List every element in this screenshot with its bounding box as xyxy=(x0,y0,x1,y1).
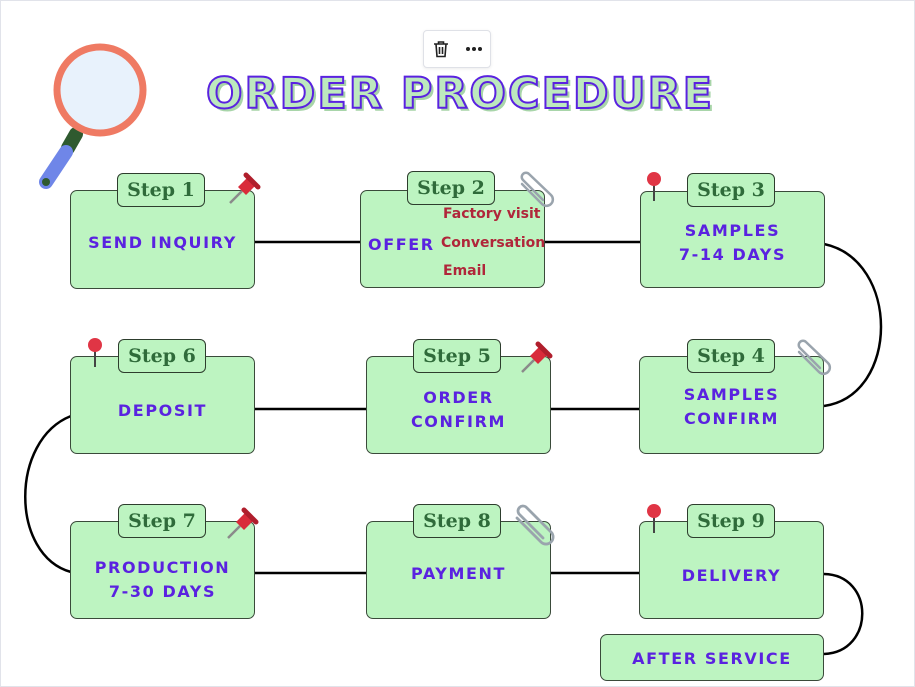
pushpin-icon xyxy=(229,172,261,204)
step-6-text: DEPOSIT xyxy=(117,401,208,420)
step-8-tag: Step 8 xyxy=(413,504,501,538)
step-9-text: DELIVERY xyxy=(681,566,782,585)
step-2-sub-2: Conversation xyxy=(441,235,546,251)
step-2-text: OFFER xyxy=(368,235,435,254)
step-6-tag: Step 6 xyxy=(118,339,206,373)
step-5-tag: Step 5 xyxy=(413,339,501,373)
round-pin-icon xyxy=(88,338,102,367)
step-5-text: ORDER CONFIRM xyxy=(410,388,507,431)
step-2-box[interactable]: OFFER Factory visit Conversation Email xyxy=(360,190,545,288)
curve-6-7 xyxy=(24,414,72,574)
step-8-text: PAYMENT xyxy=(410,564,507,583)
step-3-tag: Step 3 xyxy=(687,173,775,207)
step-1-text: SEND INQUIRY xyxy=(88,233,237,252)
after-service-box[interactable]: AFTER SERVICE xyxy=(600,634,824,681)
pushpin-icon xyxy=(227,507,259,539)
element-toolbar xyxy=(423,30,491,68)
round-pin-icon xyxy=(647,504,661,533)
trash-icon[interactable] xyxy=(428,36,454,62)
paperclip-icon xyxy=(515,504,555,546)
step-2-sub-1: Factory visit xyxy=(443,206,541,222)
magnifying-glass-icon xyxy=(39,43,147,189)
step-3-box[interactable]: SAMPLES 7-14 DAYS xyxy=(640,191,825,288)
pushpin-icon xyxy=(521,341,553,373)
step-6-box[interactable]: DEPOSIT xyxy=(70,356,255,454)
round-pin-icon xyxy=(647,172,661,201)
step-7-tag: Step 7 xyxy=(118,504,206,538)
step-7-text: PRODUCTION 7-30 DAYS xyxy=(94,558,231,601)
step-4-tag: Step 4 xyxy=(687,339,775,373)
more-icon[interactable] xyxy=(461,36,487,62)
step-1-tag: Step 1 xyxy=(117,173,205,207)
step-2-tag: Step 2 xyxy=(407,171,495,205)
step-4-text: SAMPLES CONFIRM xyxy=(683,385,780,428)
step-9-tag: Step 9 xyxy=(687,504,775,538)
curve-3-4 xyxy=(823,242,883,408)
curve-9-after xyxy=(823,572,864,656)
step-2-sub-3: Email xyxy=(443,263,487,279)
page-title: ORDER PROCEDURE xyxy=(205,68,715,120)
paperclip-icon xyxy=(520,171,555,208)
paperclip-icon xyxy=(797,339,832,376)
step-3-text: SAMPLES 7-14 DAYS xyxy=(678,221,787,264)
